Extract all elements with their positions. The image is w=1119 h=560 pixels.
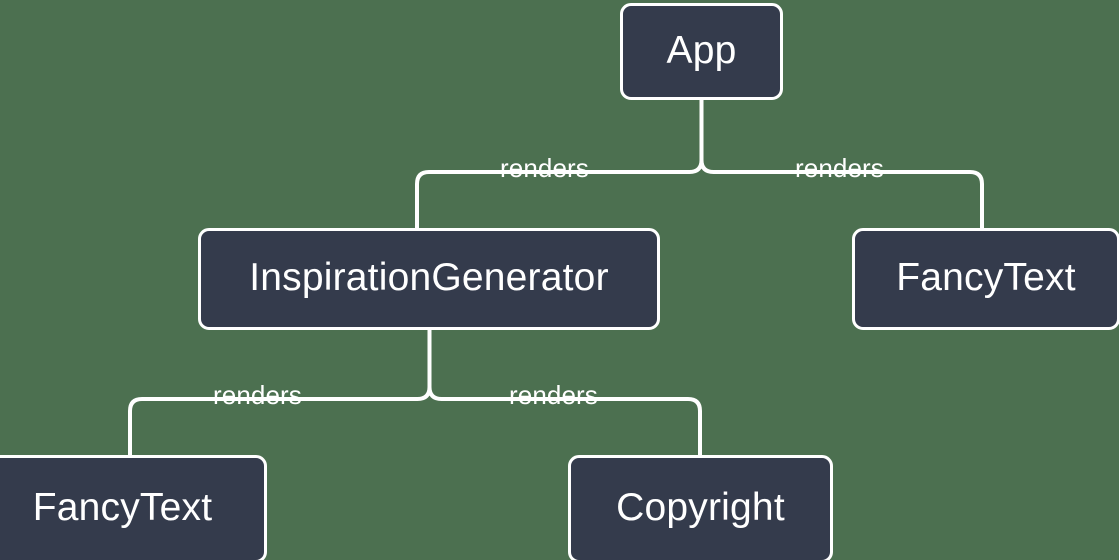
- edge-app-stem-right: [699, 159, 714, 174]
- edge-inspirationgenerator-stem: [417, 330, 432, 401]
- edge-label-inspiration-generator-to-copyright: renders: [509, 380, 598, 410]
- edge-label-inspiration-generator-to-fancy-text: renders: [213, 380, 302, 410]
- node-inspiration-generator[interactable]: InspirationGenerator: [198, 228, 660, 330]
- edge-label-app-to-inspiration-generator: renders: [500, 153, 589, 183]
- node-fancy-text-left[interactable]: FancyText: [0, 455, 267, 560]
- node-app-label: App: [666, 28, 737, 72]
- edge-inspirationgenerator-stem-right: [427, 386, 442, 401]
- edge-app-stem: [689, 100, 704, 174]
- node-app[interactable]: App: [620, 3, 783, 100]
- node-copyright-label: Copyright: [616, 486, 785, 529]
- node-fancy-text-right[interactable]: FancyText: [852, 228, 1119, 330]
- node-inspiration-generator-label: InspirationGenerator: [249, 256, 609, 299]
- node-copyright[interactable]: Copyright: [568, 455, 833, 560]
- node-fancy-text-left-label: FancyText: [32, 486, 213, 529]
- edge-label-app-to-fancy-text: renders: [795, 153, 884, 183]
- node-fancy-text-right-label: FancyText: [896, 256, 1076, 299]
